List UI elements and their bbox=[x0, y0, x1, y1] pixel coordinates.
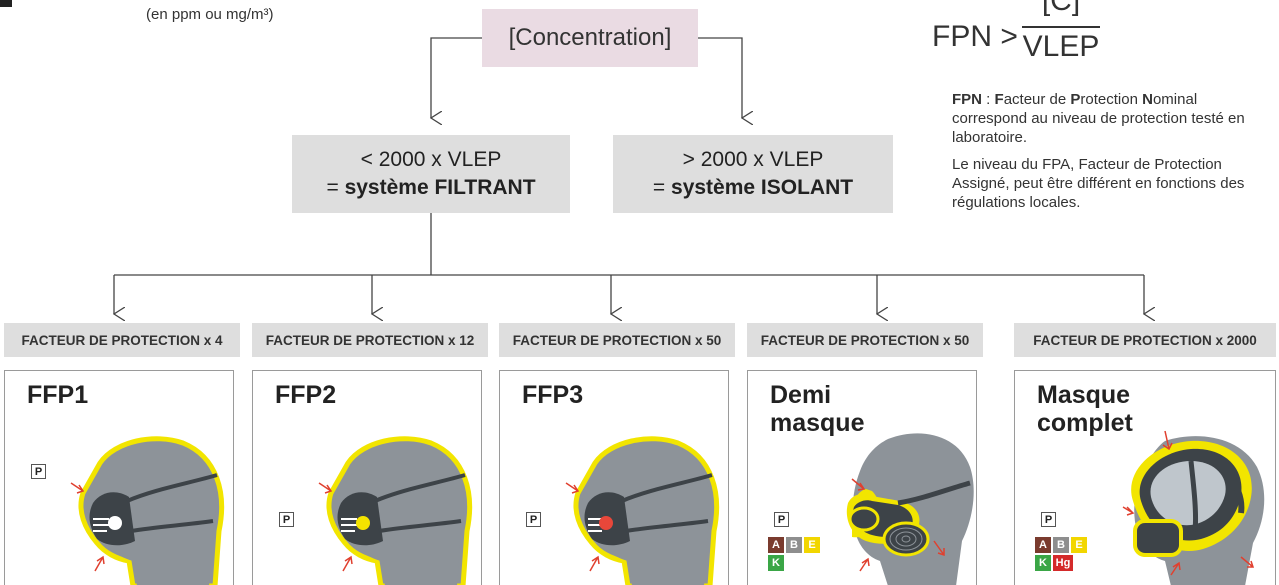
isolating-system-label: système ISOLANT bbox=[671, 176, 854, 199]
protection-factor-header-ffp2: FACTEUR DE PROTECTION x 12 bbox=[252, 323, 488, 357]
card-full-mask: Masque complet P A B E K Hg bbox=[1014, 370, 1276, 585]
filter-badge-p: P bbox=[279, 512, 294, 527]
fraction-bar bbox=[1022, 26, 1100, 28]
filter-badge-a: A bbox=[1035, 537, 1051, 553]
formula-fraction: [C] VLEP bbox=[1016, 0, 1106, 64]
card-ffp2: FFP2 P bbox=[252, 370, 482, 585]
filter-badge-a: A bbox=[768, 537, 784, 553]
full-mask-title: Masque complet bbox=[1037, 381, 1133, 437]
isolating-system-line: = système ISOLANT bbox=[652, 176, 854, 199]
isolating-system-box: > 2000 x VLEP = système ISOLANT bbox=[613, 135, 893, 213]
filter-badge-p: P bbox=[774, 512, 789, 527]
filtering-threshold: < 2000 x VLEP bbox=[360, 148, 502, 171]
filter-badge-b: B bbox=[786, 537, 802, 553]
formula-numerator: [C] bbox=[1041, 0, 1081, 17]
filter-badge-e: E bbox=[1071, 537, 1087, 553]
protection-factor-header-half-mask: FACTEUR DE PROTECTION x 50 bbox=[747, 323, 983, 357]
protection-factor-header-ffp3: FACTEUR DE PROTECTION x 50 bbox=[499, 323, 735, 357]
concentration-label: [Concentration] bbox=[508, 24, 672, 51]
ffp3-head-illustration bbox=[565, 436, 720, 585]
ffp1-title: FFP1 bbox=[27, 381, 89, 409]
filtering-system-label: système FILTRANT bbox=[344, 176, 536, 199]
ffp2-title: FFP2 bbox=[275, 381, 337, 409]
formula-denominator: VLEP bbox=[1022, 30, 1100, 63]
formula-lhs: FPN > bbox=[932, 20, 1018, 53]
filter-badge-p: P bbox=[526, 512, 541, 527]
connector-right-branch bbox=[698, 37, 742, 118]
fpn-formula: FPN > [C] VLEP bbox=[932, 0, 1132, 76]
connector-left-branch bbox=[431, 37, 482, 118]
ffp1-head-illustration bbox=[70, 436, 225, 585]
card-half-mask: Demi masque P A B E K bbox=[747, 370, 977, 585]
filtering-system-box: < 2000 x VLEP = système FILTRANT bbox=[292, 135, 570, 213]
filter-badge-p: P bbox=[1041, 512, 1056, 527]
card-ffp1: FFP1 P bbox=[4, 370, 234, 585]
fpa-note: Le niveau du FPA, Facteur de Protection … bbox=[952, 156, 1245, 211]
ffp3-title: FFP3 bbox=[522, 381, 584, 409]
filter-badge-p: P bbox=[31, 464, 46, 479]
half-mask-title: Demi masque bbox=[770, 381, 865, 437]
filter-badge-hg: Hg bbox=[1053, 555, 1073, 571]
unit-note: (en ppm ou mg/m³) bbox=[146, 6, 274, 23]
filter-badge-e: E bbox=[804, 537, 820, 553]
filter-badge-b: B bbox=[1053, 537, 1069, 553]
card-ffp3: FFP3 P bbox=[499, 370, 729, 585]
protection-factor-header-full-mask: FACTEUR DE PROTECTION x 2000 bbox=[1014, 323, 1276, 357]
filtering-system-line: = système FILTRANT bbox=[326, 176, 536, 199]
concentration-box: [Concentration] bbox=[482, 9, 698, 67]
filter-badge-k: K bbox=[768, 555, 784, 571]
protection-factor-header-ffp1: FACTEUR DE PROTECTION x 4 bbox=[4, 323, 240, 357]
ffp2-head-illustration bbox=[318, 436, 473, 585]
section-marker bbox=[0, 0, 12, 7]
half-mask-head-illustration bbox=[846, 433, 974, 585]
isolating-threshold: > 2000 x VLEP bbox=[682, 148, 824, 171]
filter-badge-k: K bbox=[1035, 555, 1051, 571]
full-mask-head-illustration bbox=[1122, 430, 1265, 585]
